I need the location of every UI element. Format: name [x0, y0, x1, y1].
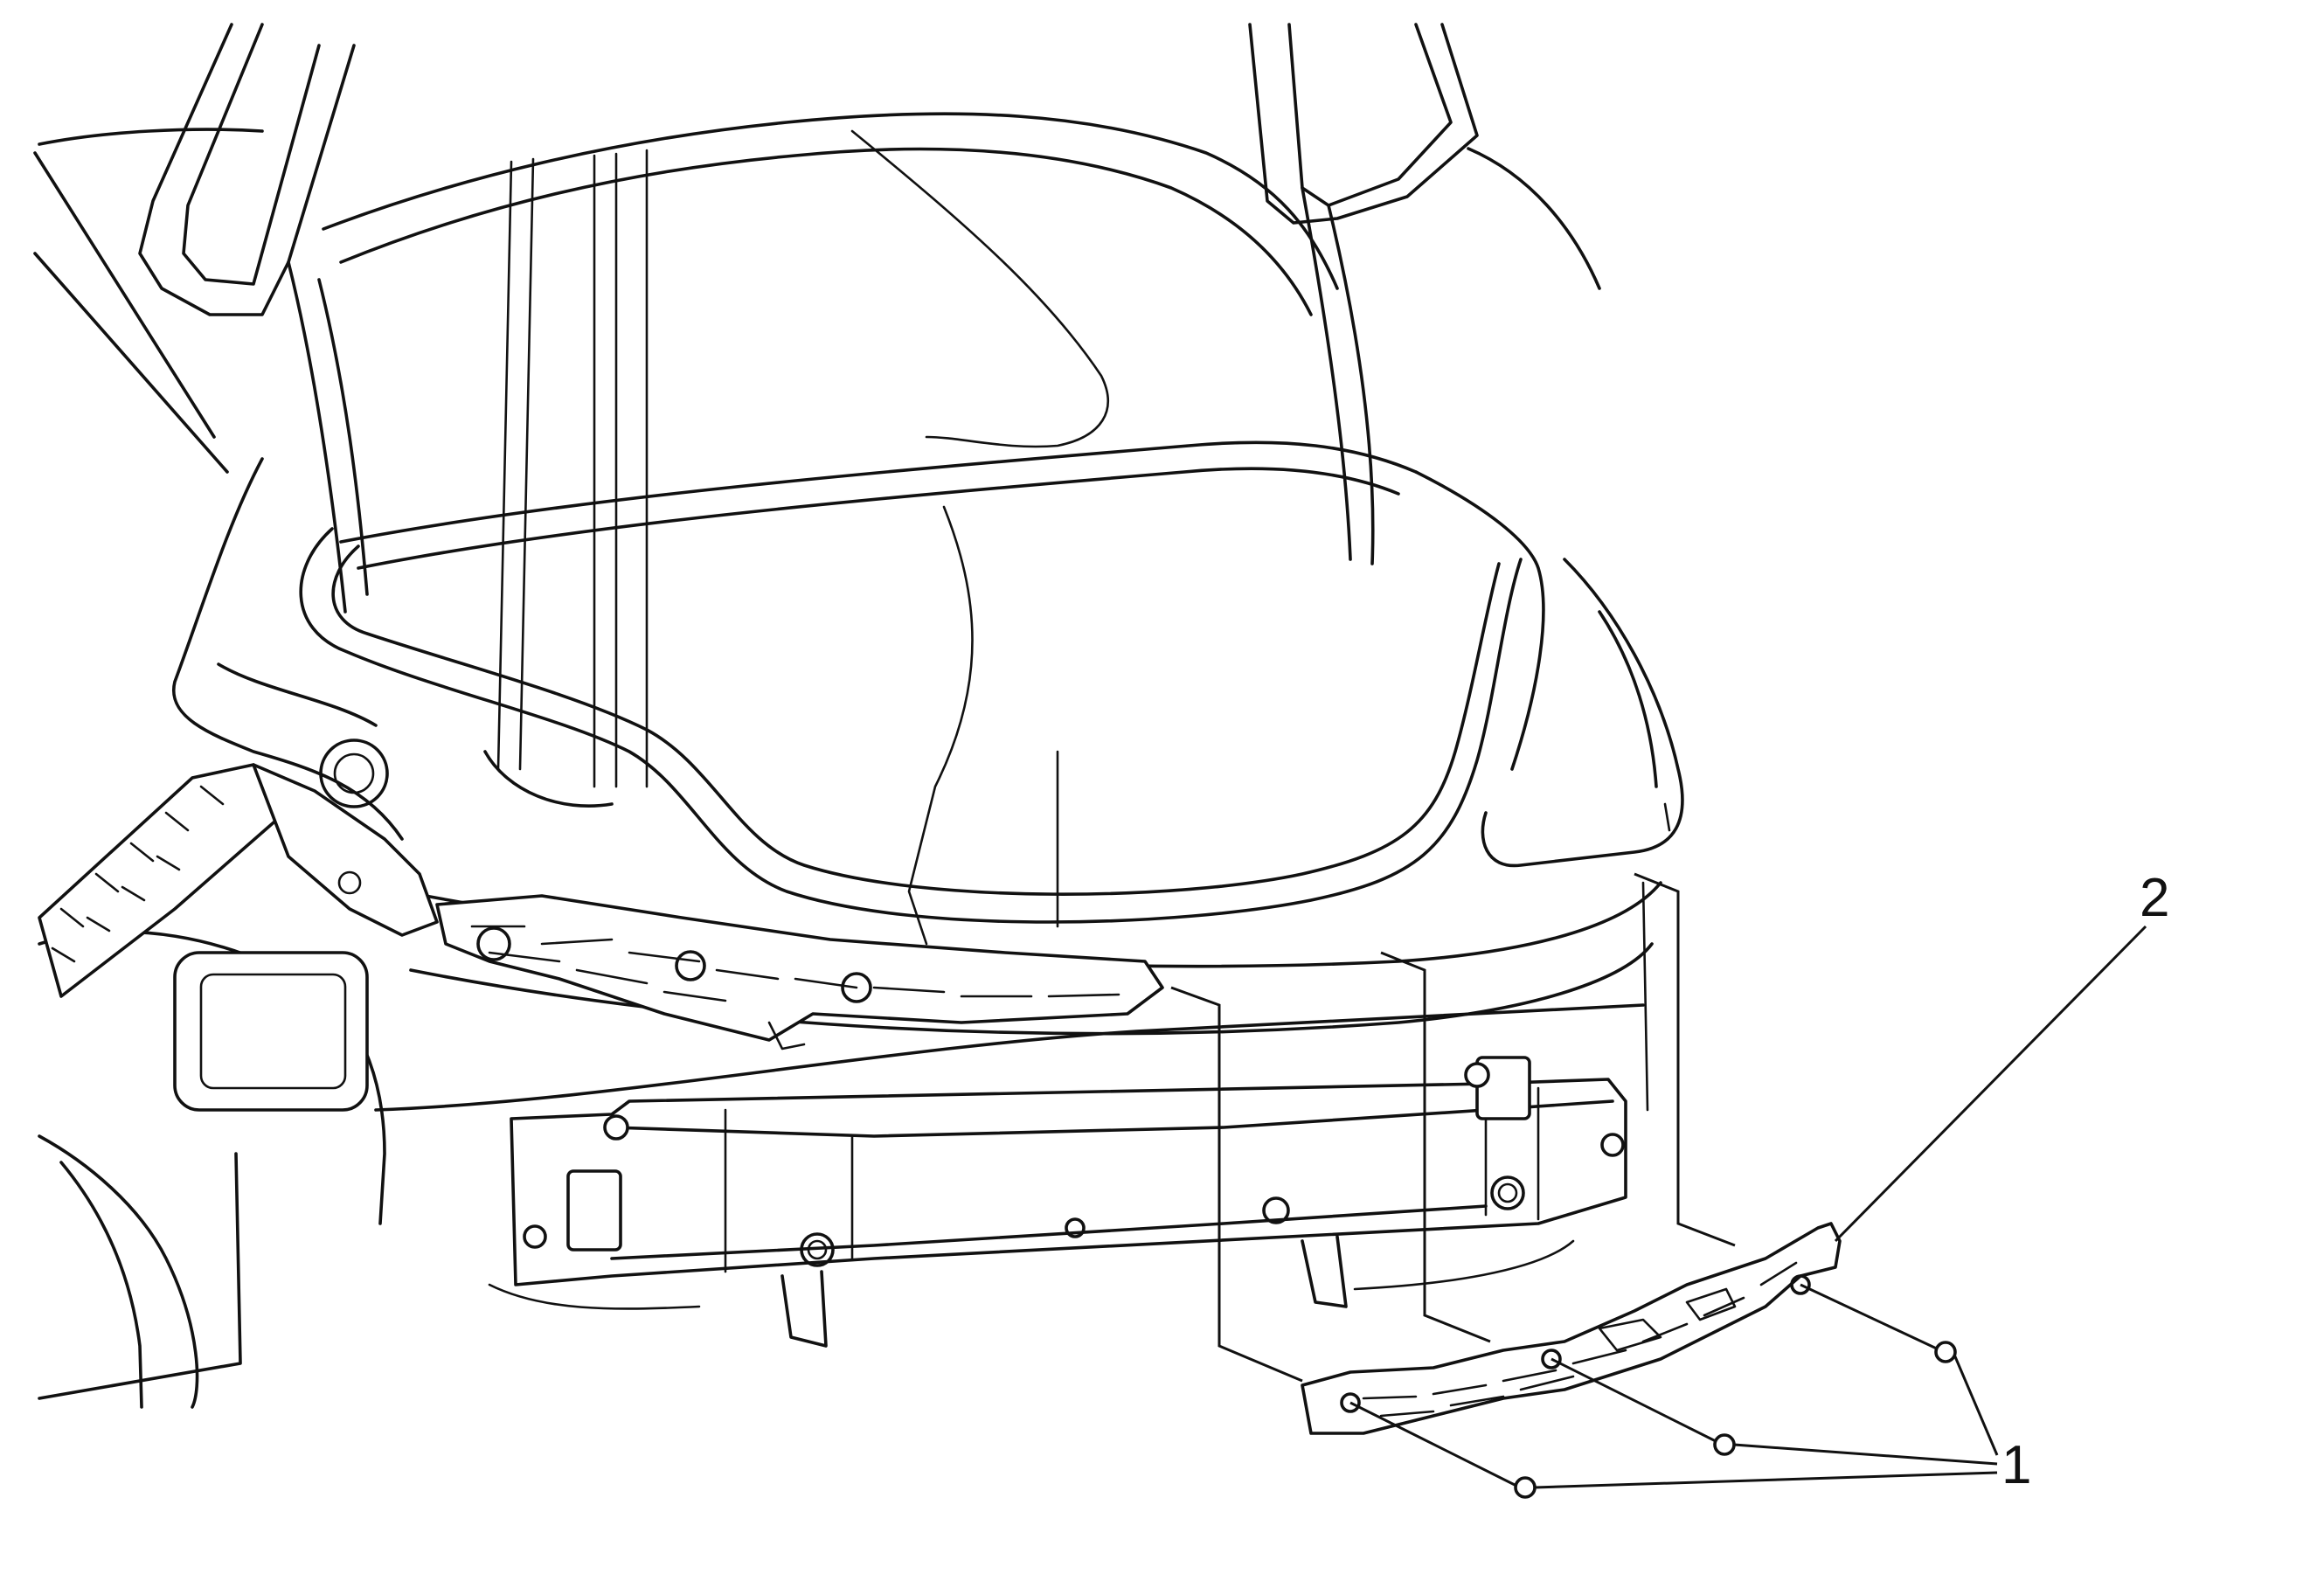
- rear-impact-bar: [488, 1056, 1627, 1348]
- right-trunk-hinge: [1248, 23, 1479, 225]
- body-bolt-left: [603, 1114, 629, 1141]
- left-lamp-pocket: [173, 951, 369, 1112]
- fastener-left: [1514, 1476, 1537, 1499]
- fastener-center: [1713, 1433, 1736, 1456]
- bar-stud-center: [1065, 1217, 1086, 1238]
- quarter-access-hole: [319, 738, 389, 808]
- bar-stud-center-left: [800, 1232, 835, 1267]
- callout-1-leader-right: [1953, 1354, 1999, 1456]
- bar-stud-center-right: [1262, 1196, 1290, 1224]
- rear-window-frame: [322, 112, 1339, 290]
- bar-stud-right: [1490, 1175, 1525, 1210]
- installed-side-bracket: [38, 763, 439, 998]
- callout-label-2: 2: [2140, 868, 2169, 928]
- trunk-weatherstrip: [299, 527, 1523, 924]
- fasteners-part-1: [1349, 1283, 1999, 1499]
- bar-stud-left: [523, 1224, 547, 1249]
- callout-1-leader-left: [1534, 1471, 1998, 1489]
- upper-fascia-bracket: [435, 894, 1164, 1051]
- bracket-part-2: [1301, 1222, 1842, 1435]
- callout-2-leader: [1834, 925, 2147, 1243]
- vehicle-rear-body: [33, 23, 1684, 1409]
- fastener-right: [1934, 1341, 1957, 1363]
- body-bolt-right: [1464, 1062, 1490, 1088]
- alignment-lines: [1170, 872, 1736, 1383]
- left-trunk-hinge: [138, 23, 356, 316]
- callout-1-leader-center: [1733, 1443, 1998, 1466]
- rear-seat-back: [850, 129, 1109, 448]
- callout-label-1: 1: [2001, 1435, 2031, 1495]
- right-quarter-panel: [1481, 558, 1684, 868]
